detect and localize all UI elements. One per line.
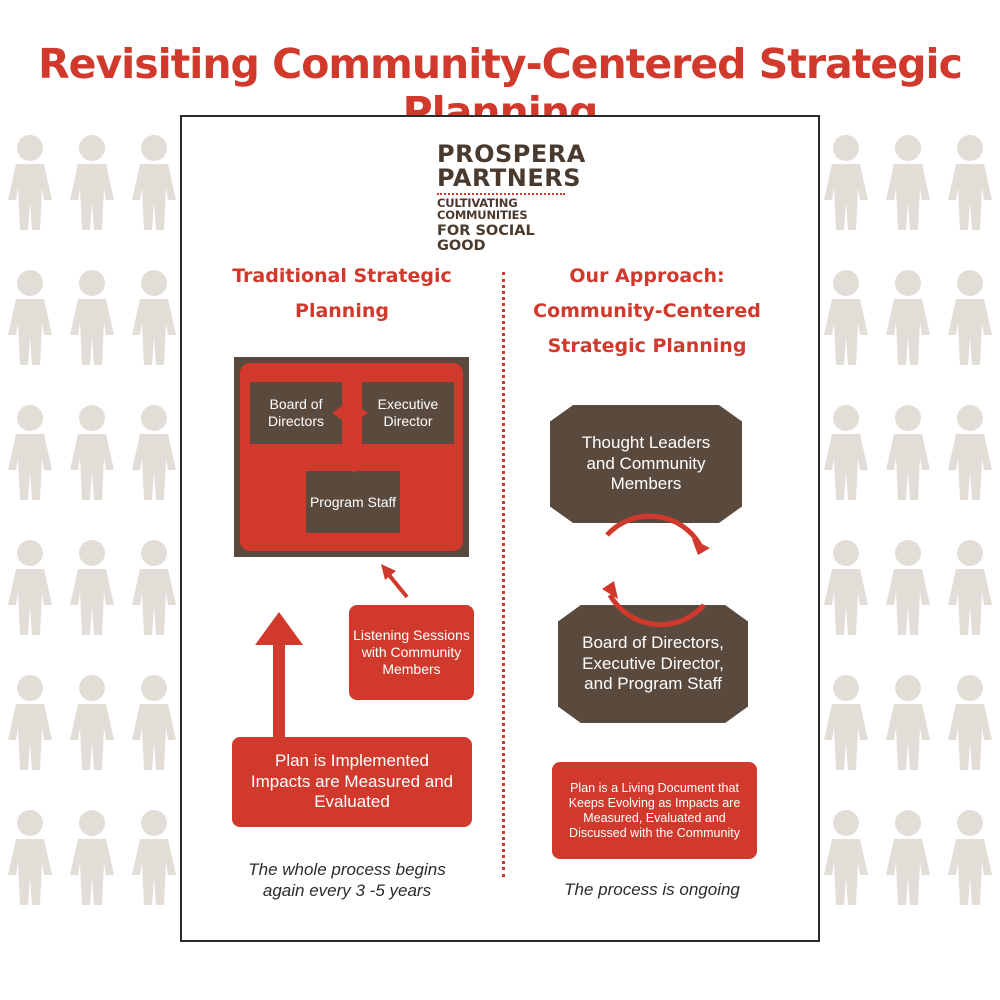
person-figure-icon [8,135,52,230]
logo-tagline-1: CULTIVATING COMMUNITIES [437,196,528,222]
traditional-heading-line-2: Planning [295,300,389,322]
page-title: Revisiting Community-Centered Strategic … [38,40,963,136]
traditional-org-frame: Board of Directors Executive Director Pr… [234,357,469,557]
person-figure-icon [824,540,868,635]
person-figure-icon [824,810,868,905]
program-staff-box: Program Staff [306,471,400,533]
person-figure-icon [132,270,176,365]
person-figure-icon [132,675,176,770]
double-arrow-icon [332,406,368,420]
person-figure-icon [948,270,992,365]
board-of-directors-box: Board of Directors [250,382,342,444]
traditional-heading: Traditional Strategic Planning [222,259,462,329]
traditional-caption: The whole process begins again every 3 -… [248,860,446,901]
person-figure-icon [70,810,114,905]
person-figure-icon [886,135,930,230]
person-figure-icon [70,675,114,770]
person-figure-icon [886,810,930,905]
person-figure-icon [132,810,176,905]
person-figure-icon [886,270,930,365]
person-figure-icon [824,270,868,365]
approach-caption: The process is ongoing [564,880,740,899]
person-figure-icon [886,405,930,500]
logo-tagline-2: FOR SOCIAL GOOD [437,223,535,254]
person-figure-icon [948,405,992,500]
executive-director-box: Executive Director [362,382,454,444]
person-figure-icon [948,810,992,905]
logo-line-1: PROSPERA [437,140,586,168]
column-divider [502,272,505,877]
person-figure-icon [70,135,114,230]
person-figure-icon [824,135,868,230]
logo-divider [437,193,565,195]
person-figure-icon [132,405,176,500]
listening-sessions-box: Listening Sessions with Community Member… [349,605,474,700]
thought-leaders-box: Thought Leaders and Community Members [550,405,742,523]
person-figure-icon [948,540,992,635]
traditional-heading-line-1: Traditional Strategic [232,265,452,287]
living-document-box: Plan is a Living Document that Keeps Evo… [552,762,757,859]
person-figure-icon [8,810,52,905]
arrows-layer [255,406,710,740]
plan-implemented-box: Plan is Implemented Impacts are Measured… [232,737,472,827]
person-figure-icon [824,405,868,500]
person-figure-icon [948,135,992,230]
diagonal-arrow-icon [381,564,409,599]
logo-line-2: PARTNERS [437,164,581,192]
person-figure-icon [132,135,176,230]
down-arrow-icon [345,439,363,473]
person-figure-icon [70,270,114,365]
person-figure-icon [886,675,930,770]
person-figure-icon [132,540,176,635]
person-figure-icon [948,675,992,770]
prospera-logo: PROSPERA PARTNERS CULTIVATING COMMUNITIE… [437,140,586,254]
person-figure-icon [8,270,52,365]
cycle-arrows-icon [602,513,710,628]
person-figure-icon [8,675,52,770]
person-figure-icon [8,405,52,500]
approach-heading-line-3: Strategic Planning [547,335,747,357]
people-left-group [8,135,176,905]
people-right-group [824,135,992,905]
approach-heading-line-1: Our Approach: [569,265,725,287]
approach-heading-line-2: Community-Centered [533,300,761,322]
person-figure-icon [8,540,52,635]
person-figure-icon [70,540,114,635]
traditional-org-panel: Board of Directors Executive Director Pr… [240,363,463,551]
infographic-card: PROSPERA PARTNERS CULTIVATING COMMUNITIE… [180,115,820,942]
big-up-arrow-icon [255,612,303,740]
person-figure-icon [886,540,930,635]
person-figure-icon [824,675,868,770]
approach-heading: Our Approach: Community-Centered Strateg… [527,259,767,364]
person-figure-icon [70,405,114,500]
